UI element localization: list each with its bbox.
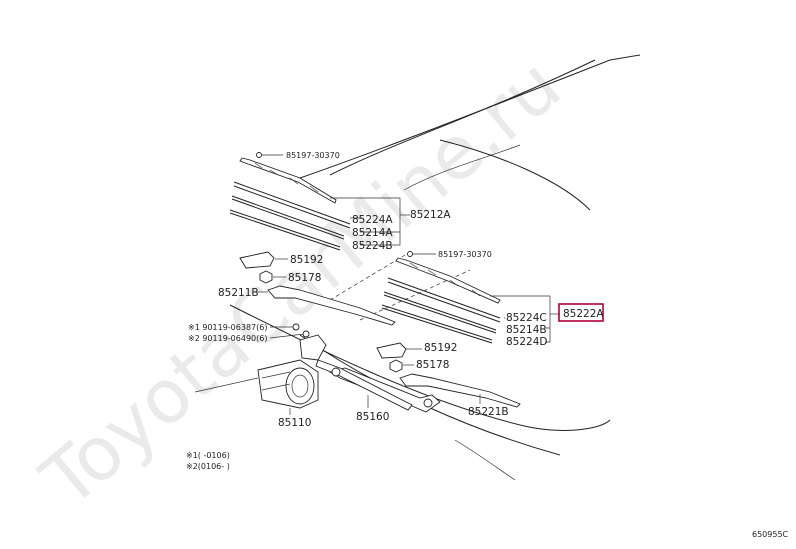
clip-left-icon xyxy=(256,152,262,158)
right-nut-icon xyxy=(389,359,403,373)
label-clip-right: 85197-30370 xyxy=(438,250,492,259)
label-85222a[interactable]: 85222A xyxy=(563,308,604,320)
label-85221b: 85221B xyxy=(468,406,509,418)
left-blade-assembly xyxy=(229,152,401,251)
left-arm-icon xyxy=(267,285,396,326)
label-85214a: 85214A xyxy=(352,227,393,239)
label-85224a: 85224A xyxy=(352,214,393,226)
label-85192-left: 85192 xyxy=(290,254,323,266)
label-clip-left: 85197-30370 xyxy=(286,151,340,160)
label-85214b: 85214B xyxy=(506,324,547,336)
label-85224b: 85224B xyxy=(352,240,393,252)
left-nut-icon xyxy=(259,270,273,284)
label-85224d: 85224D xyxy=(506,336,548,348)
label-85192-right: 85192 xyxy=(424,342,457,354)
left-pivot-icon xyxy=(299,334,327,361)
label-85224c: 85224C xyxy=(506,312,547,324)
diagram-code: 650955C xyxy=(752,530,789,539)
label-bolt-1: ※1 90119-06387(6) xyxy=(188,323,267,332)
label-85178-left: 85178 xyxy=(288,272,321,284)
highlight-box-85222a xyxy=(558,303,604,322)
bolt-2-icon xyxy=(302,330,310,338)
bolt-1-icon xyxy=(292,323,300,331)
wiper-linkage-icon xyxy=(315,359,441,413)
note-1: ※1( -0106) xyxy=(186,451,230,460)
label-85178-right: 85178 xyxy=(416,359,449,371)
wiper-motor-icon xyxy=(257,359,319,409)
right-cap-icon xyxy=(376,342,407,359)
label-motor: 85110 xyxy=(278,417,311,429)
label-85211b: 85211B xyxy=(218,287,259,299)
right-arm-icon xyxy=(399,373,521,408)
label-85212a: 85212A xyxy=(410,209,451,221)
label-linkage: 85160 xyxy=(356,411,389,423)
left-cap-icon xyxy=(239,251,275,269)
left-blade-icon xyxy=(239,157,337,204)
clip-right-icon xyxy=(407,251,413,257)
right-blade-assembly xyxy=(381,251,551,344)
windshield-outline xyxy=(229,54,641,481)
label-bolt-2: ※2 90119-06490(6) xyxy=(188,334,267,343)
note-2: ※2(0106- ) xyxy=(186,462,230,471)
